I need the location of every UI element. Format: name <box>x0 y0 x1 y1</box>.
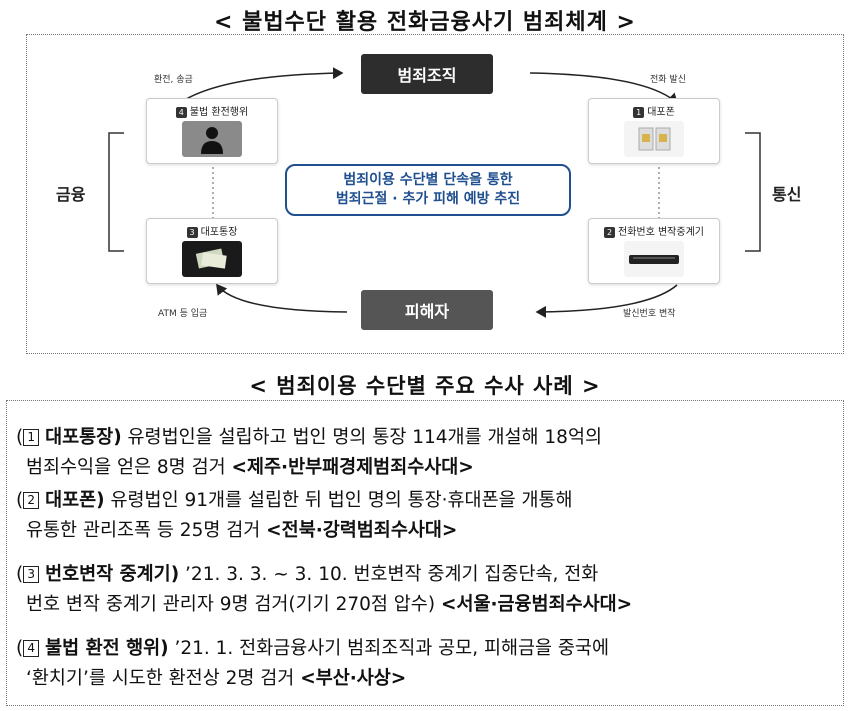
card-title: 불법 환전행위 <box>189 107 249 118</box>
crime-organization-block: 범죄조직 <box>361 54 493 94</box>
arrow-label-number-spoof: 발신번호 변작 <box>623 309 676 319</box>
arrow-bottom-left <box>216 283 348 313</box>
case-line2: ‘환치기’를 시도한 환전상 2명 검거 <box>26 668 301 689</box>
card-title: 전화번호 변작중계기 <box>618 227 704 238</box>
card-number: 3 <box>186 226 198 238</box>
case-agency: <전북·강력범죄수사대> <box>266 520 458 541</box>
center-note: 범죄이용 수단별 단속을 통한 범죄근절 · 추가 피해 예방 추진 <box>285 164 571 216</box>
cases-title: < 범죄이용 수단별 주요 수사 사례 > <box>249 374 601 398</box>
telecom-label: 통신 <box>772 185 802 204</box>
case-line1: ’21. 1. 전화금융사기 범죄조직과 공모, 피해금을 중국에 <box>168 638 609 659</box>
case-label: 번호변작 중계기) <box>45 564 180 585</box>
arrow-label-call: 전화 발신 <box>650 75 686 85</box>
case-item: (2 대포폰) 유령법인 91개를 설립한 뒤 법인 명의 통장·휴대폰을 개통… <box>16 490 573 541</box>
finance-label: 금융 <box>56 185 86 204</box>
case-item: (3 번호변작 중계기) ’21. 3. 3. ~ 3. 10. 번호변작 중계… <box>16 564 633 615</box>
case-agency: <부산·사상> <box>300 668 407 689</box>
case-number: 3 <box>23 566 40 583</box>
arrow-label-atm: ATM 등 입금 <box>158 309 208 319</box>
arrow-top-right <box>529 72 679 105</box>
card-number: 4 <box>175 106 187 118</box>
center-note-line1: 범죄이용 수단별 단속을 통한 <box>343 172 513 188</box>
diagram-frame <box>26 34 844 354</box>
card-title: 대포통장 <box>200 227 238 238</box>
left-bracket <box>108 132 124 252</box>
case-label: 대포통장) <box>45 427 122 448</box>
cases-frame <box>6 400 844 706</box>
case-line2: 범죄수익을 얻은 8명 검거 <box>26 457 232 478</box>
case-line2: 유통한 관리조폭 등 25명 검거 <box>26 520 267 541</box>
sim-card-icon <box>624 121 684 157</box>
case-number: 4 <box>23 640 40 657</box>
case-label: 불법 환전 행위) <box>45 638 169 659</box>
cash-icon <box>182 241 242 277</box>
diagram-title: < 불법수단 활용 전화금융사기 범죄체계 > <box>213 10 636 35</box>
case-agency: <서울·금융범죄수사대> <box>440 594 633 615</box>
card-number: 1 <box>633 106 645 118</box>
case-agency: <제주·반부패경제범죄수사대> <box>231 457 474 478</box>
case-item: (4 불법 환전 행위) ’21. 1. 전화금융사기 범죄조직과 공모, 피해… <box>16 638 609 689</box>
relay-device-icon <box>624 241 684 277</box>
card-number: 2 <box>604 226 615 238</box>
arrow-bottom-right <box>535 284 678 318</box>
card-title: 대포폰 <box>647 107 675 118</box>
case-item: (1 대포통장) 유령법인을 설립하고 법인 명의 통장 114개를 개설해 1… <box>16 427 602 478</box>
case-line2: 번호 변작 중계기 관리자 9명 검거(기기 270점 압수) <box>26 594 441 615</box>
victim-block: 피해자 <box>361 290 493 330</box>
case-line1: ’21. 3. 3. ~ 3. 10. 번호변작 중계기 집중단속, 전화 <box>179 564 599 585</box>
case-label: 대포폰) <box>45 490 105 511</box>
right-bracket <box>745 132 761 252</box>
person-icon <box>182 121 242 157</box>
case-line1: 유령법인을 설립하고 법인 명의 통장 114개를 개설해 18억의 <box>121 427 602 448</box>
center-note-line2: 범죄근절 · 추가 피해 예방 추진 <box>335 191 521 207</box>
case-line1: 유령법인 91개를 설립한 뒤 법인 명의 통장·휴대폰을 개통해 <box>104 490 573 511</box>
case-number: 2 <box>23 492 40 509</box>
diagram-arrows <box>108 67 761 318</box>
case-number: 1 <box>23 429 40 446</box>
arrow-label-exchange: 환전, 송금 <box>154 75 193 85</box>
